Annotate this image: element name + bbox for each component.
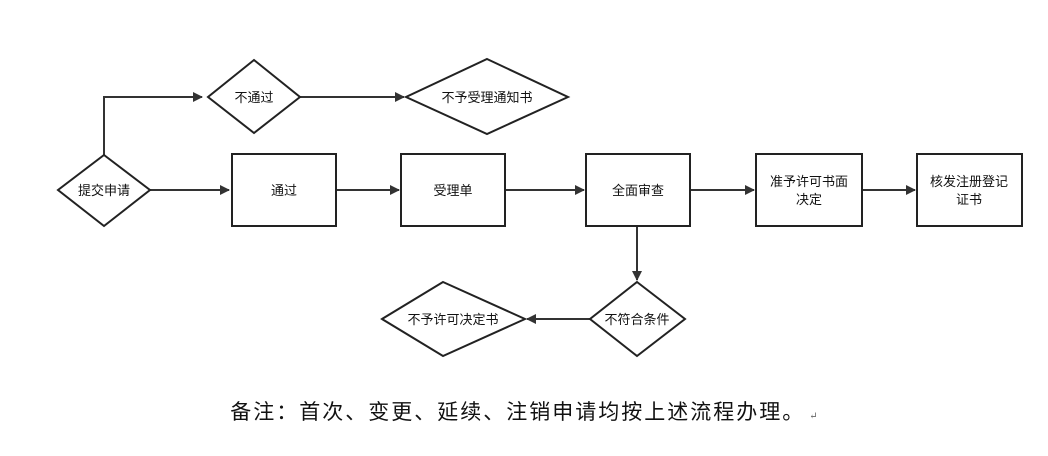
node-issue-label-line2: 证书 xyxy=(956,193,982,208)
node-pass: 通过 xyxy=(231,153,337,227)
node-approve-label-line2: 决定 xyxy=(796,193,822,208)
node-receipt: 受理单 xyxy=(400,153,506,227)
node-pass-label: 通过 xyxy=(271,184,297,199)
node-deny-decision-label: 不予许可决定书 xyxy=(407,313,498,328)
node-deny-decision: 不予许可决定书 xyxy=(380,280,528,358)
node-reject-decision-label: 不通过 xyxy=(234,91,273,106)
node-issue-label-line1: 核发注册登记 xyxy=(930,174,1008,190)
node-receipt-label: 受理单 xyxy=(433,184,472,199)
node-reject-decision: 不通过 xyxy=(206,58,302,135)
flowchart: 提交申请 不通过 不予受理通知书 通过 受理单 全面审查 准予许可书面 决定 核… xyxy=(56,57,1023,358)
node-not-qualified-label: 不符合条件 xyxy=(604,312,669,328)
node-submit-label: 提交申请 xyxy=(78,183,130,199)
node-reject-notice: 不予受理通知书 xyxy=(403,57,571,136)
node-approve: 准予许可书面 决定 xyxy=(755,153,863,227)
node-approve-label-line1: 准予许可书面 xyxy=(770,175,848,190)
node-issue: 核发注册登记 证书 xyxy=(916,153,1023,227)
edge-submit-to-reject xyxy=(103,92,203,155)
footnote: 备注：首次、变更、延续、注销申请均按上述流程办理。↵ xyxy=(0,396,1048,426)
node-review: 全面审查 xyxy=(585,153,691,227)
footnote-text: 备注：首次、变更、延续、注销申请均按上述流程办理。 xyxy=(230,400,806,424)
node-not-qualified: 不符合条件 xyxy=(588,280,687,358)
node-submit: 提交申请 xyxy=(56,153,152,228)
node-review-label: 全面审查 xyxy=(612,183,664,199)
paragraph-mark: ↵ xyxy=(809,411,818,422)
node-reject-notice-label: 不予受理通知书 xyxy=(441,90,532,106)
